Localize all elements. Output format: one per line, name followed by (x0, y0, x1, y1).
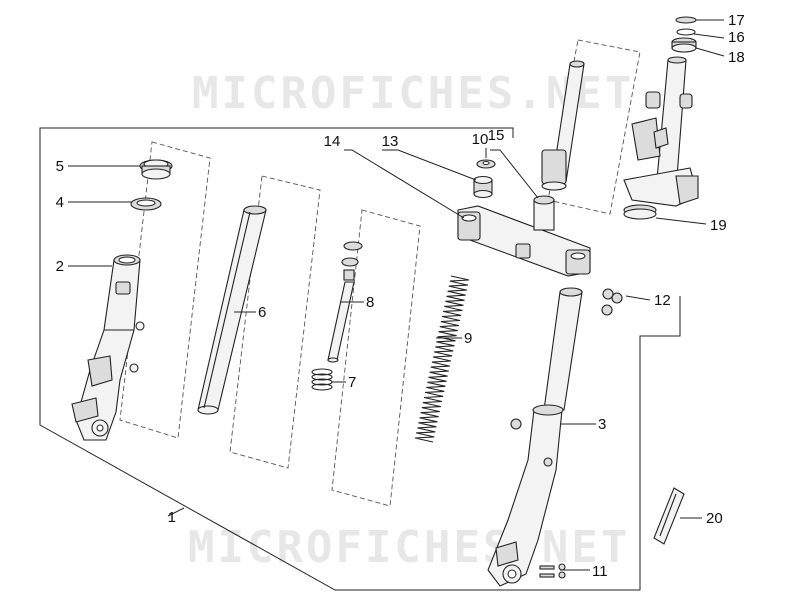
steering-head-part (623, 56, 699, 220)
headset-top-parts (671, 16, 697, 53)
callout-7: 7 (348, 374, 356, 391)
callout-2: 2 (56, 258, 64, 275)
callout-11: 11 (592, 563, 608, 580)
callout-12: 12 (654, 292, 671, 309)
leader-lines (68, 19, 725, 571)
watermark-top: MICROFICHES.NET (192, 68, 634, 119)
callout-3: 3 (598, 416, 606, 433)
watermark-bottom: MICROFICHES.NET (188, 522, 630, 573)
washer-ring-part (130, 197, 162, 211)
small-spring-part (311, 368, 333, 391)
callout-10: 10 (472, 131, 489, 148)
dashed-box-tube (229, 175, 321, 469)
steering-stem-part (533, 195, 555, 231)
callout-18: 18 (728, 49, 745, 66)
callout-17: 17 (728, 12, 745, 29)
band-part (653, 487, 685, 545)
callout-15: 15 (488, 127, 505, 144)
callout-8: 8 (366, 294, 374, 311)
lower-triple-clamp-part (457, 205, 591, 277)
bushing-part (473, 175, 493, 199)
right-fork-leg-part (487, 287, 583, 587)
left-fork-leg-part (71, 254, 145, 441)
assembly-outline (39, 127, 681, 591)
callout-4: 4 (56, 194, 64, 211)
callout-9: 9 (464, 330, 472, 347)
callout-13: 13 (382, 133, 399, 150)
callout-19: 19 (710, 217, 727, 234)
callout-16: 16 (728, 29, 745, 46)
callout-14: 14 (324, 133, 341, 150)
dashed-box-damper (331, 209, 421, 507)
callout-20: 20 (706, 510, 723, 527)
fork-tube-part (197, 205, 267, 415)
clamp-bolts-part (601, 288, 623, 316)
callout-5: 5 (56, 158, 64, 175)
dashed-box-left-leg (119, 141, 211, 439)
steering-column-part (541, 60, 585, 191)
callout-6: 6 (258, 304, 266, 321)
main-spring-part (414, 275, 470, 443)
small-screws-part (539, 563, 566, 579)
cap-washer-part (476, 159, 496, 169)
callout-1: 1 (168, 509, 176, 526)
oil-seal-part (139, 159, 173, 180)
